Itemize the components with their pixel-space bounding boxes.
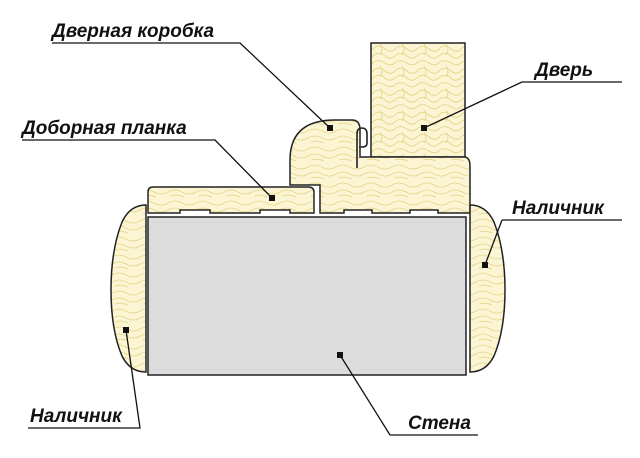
leader-wall (339, 354, 478, 436)
label-door-frame: Дверная коробка (50, 21, 214, 42)
leader-door-frame (52, 42, 331, 129)
leader-extension-board (22, 139, 273, 199)
casing-left (110, 204, 147, 373)
marker-casing-left (123, 327, 129, 333)
marker-door-frame (327, 125, 333, 131)
leader-door (423, 81, 622, 129)
leader-markers (123, 125, 488, 358)
casing-right (469, 204, 506, 373)
label-extension-board: Доборная планка (20, 118, 187, 139)
wall (147, 216, 467, 376)
leader-lines (22, 42, 622, 436)
marker-door (421, 125, 427, 131)
label-wall: Стена (408, 413, 471, 434)
door-seal (356, 127, 368, 168)
marker-wall (337, 352, 343, 358)
marker-casing-right (482, 262, 488, 268)
leader-casing-right (484, 219, 622, 266)
leader-casing-left (28, 329, 141, 429)
extension-board (147, 186, 315, 214)
marker-extension-board (269, 195, 275, 201)
label-door: Дверь (533, 60, 593, 81)
door-frame (289, 119, 471, 214)
label-casing-right: Наличник (512, 198, 605, 219)
label-casing-left: Наличник (30, 406, 123, 427)
door-leaf (370, 42, 466, 158)
